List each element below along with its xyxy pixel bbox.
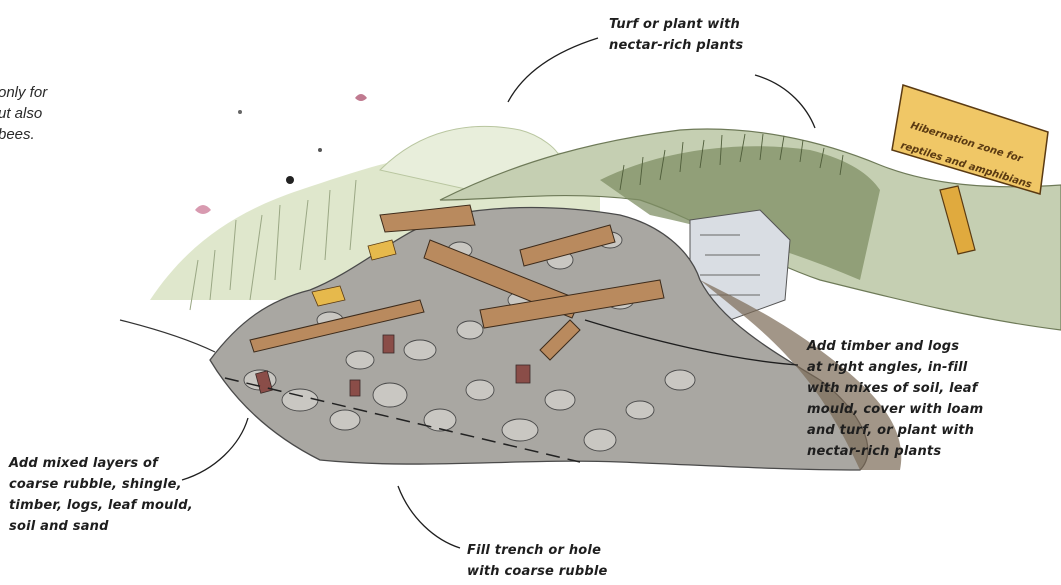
layers-callout: Add mixed layers of coarse rubble, shing… bbox=[9, 453, 193, 537]
trench-callout: Fill trench or hole with coarse rubble bbox=[467, 540, 608, 582]
trench-leader-line bbox=[398, 486, 460, 548]
turf-leader-line bbox=[508, 38, 598, 102]
turf-callout: Turf or plant with nectar-rich plants bbox=[609, 14, 743, 56]
turf-leader-line-2 bbox=[755, 75, 815, 128]
timber-callout: Add timber and logs at right angles, in-… bbox=[807, 336, 983, 462]
